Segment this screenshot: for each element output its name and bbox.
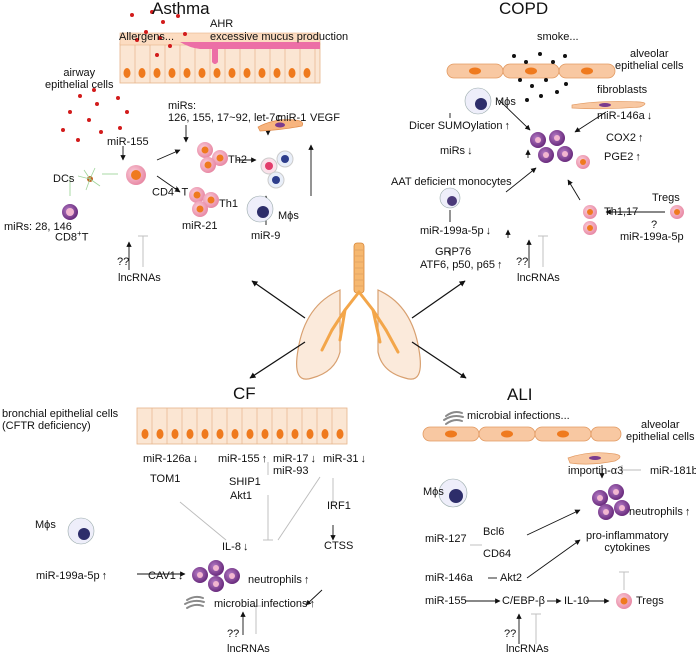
allergens-label: Allergens... (119, 31, 175, 43)
ali-qq: ?? (504, 628, 517, 640)
ctss-label: CTSS (324, 540, 354, 552)
copd-mir146a-label: miR-146a (597, 110, 652, 122)
cd4-label: CD4+ T (152, 184, 189, 199)
grp76-label: GRP76 (435, 246, 472, 258)
copd-mirs-label: miRs (440, 145, 473, 157)
cebp-label: C/EBP-β (502, 595, 546, 607)
cf-mir93-label: miR-93 (273, 465, 309, 477)
cf-qq: ?? (227, 628, 240, 640)
cf-cells (67, 517, 240, 609)
aat-label: AAT deficient monocytes (391, 176, 512, 188)
cf-mir17-label: miR-17 (273, 453, 316, 465)
cf-macrophages-label: Mϕs (35, 519, 56, 531)
ali-mir146a-label: miR-146a (425, 572, 473, 584)
copd-lncrnas: lncRNAs (517, 272, 560, 284)
asthma-qq: ?? (117, 256, 130, 268)
ali-macrophages-label: Mϕs (423, 486, 444, 498)
cf-title: CF (233, 384, 256, 403)
th2-label: Th2 (228, 154, 247, 166)
copd-title: COPD (499, 0, 549, 18)
mir1-label: miR-1 (277, 112, 307, 124)
cf-mir199a-label: miR-199a-5p (36, 570, 107, 582)
copd-inhibit (538, 235, 548, 267)
cox2-label: COX2 (606, 132, 643, 144)
cf-mir155-label: miR-155 (218, 453, 267, 465)
ali-mir155-label: miR-155 (425, 595, 467, 607)
dicer-label: Dicer SUMOylation (409, 120, 510, 132)
cf-mir126a-label: miR-126a (143, 453, 198, 465)
asthma-title: Asthma (152, 0, 210, 18)
allergen-dots (61, 10, 187, 142)
cd8-label: CD8+T (55, 229, 89, 244)
th117-label: Th1,17 (604, 206, 639, 218)
smoke-label: smoke... (537, 31, 579, 43)
ali-title: ALI (507, 385, 533, 404)
copd-macrophages-label: Mϕs (495, 96, 516, 108)
cf-inhibit (179, 462, 334, 634)
th1-label: Th1 (219, 198, 238, 210)
mir21-label: miR-21 (182, 220, 218, 232)
copd-qq: ?? (516, 256, 529, 268)
asthma-cells (62, 119, 304, 223)
copd-epithelium (446, 52, 646, 110)
dcs-label: DCs (53, 173, 75, 185)
lungs-illustration (296, 242, 421, 380)
asthma-inhibit (69, 173, 148, 267)
cf-microbial-label: microbial infections (214, 598, 315, 610)
mucus-label: excessive mucus production (210, 31, 349, 43)
bcl6-label: Bcl6 (483, 526, 505, 538)
akt1-label: Akt1 (230, 490, 253, 502)
cf-epithelium (136, 407, 348, 445)
copd-mir199a-label: miR-199a-5p (420, 225, 491, 237)
asthma-macrophages-label: Mϕs (278, 210, 299, 222)
airway-epithelial-label: airway epithelial cells (45, 67, 114, 91)
pge2-label: PGE2 (604, 151, 641, 163)
cytokines-label: pro-inflammatory cytokines (586, 530, 669, 554)
ali-microbial-label: microbial infections... (467, 410, 570, 422)
copd-mir199a-b-label: miR-199a-5p (620, 231, 684, 243)
copd-arrows (449, 99, 665, 268)
atf6-label: ATF6, p50, p65 (420, 259, 503, 271)
cf-neutrophils-label: neutrophils (248, 574, 309, 586)
ali-epithelial-label: alveolar epithelial cells (626, 419, 695, 443)
ali-tregs-label: Tregs (636, 595, 664, 607)
cf-mir31-label: miR-31 (323, 453, 366, 465)
cav1-label: CAV1 (148, 570, 183, 582)
ahr-label: AHR (210, 18, 234, 30)
ali-cells (438, 478, 632, 609)
copd-epithelial-label: alveolar epithelial cells (615, 48, 684, 72)
mir9-label: miR-9 (251, 230, 281, 242)
ali-mir127-label: miR-127 (425, 533, 467, 545)
cf-epithelial-label: bronchial epithelial cells (CFTR deficie… (2, 408, 119, 432)
copd-cells (439, 87, 684, 235)
mir155-label: miR-155 (107, 136, 149, 148)
copd-tregs-label: Tregs (652, 192, 680, 204)
mucus-shape (180, 42, 320, 64)
mirs-list: 126, 155, 17~92, let-7c (168, 112, 281, 124)
tom1-label: TOM1 (150, 473, 181, 485)
irf1-label: IRF1 (327, 500, 351, 512)
il8-label: IL-8 (222, 541, 248, 553)
ali-arrows (466, 465, 610, 644)
ali-lncrnas: lncRNAs (506, 643, 549, 655)
importin-label: importin-α3 (568, 465, 624, 477)
ali-mir181b-label: miR-181b (650, 465, 696, 477)
main-arrows (249, 280, 467, 379)
mirs-28-146-label: miRs: 28, 146 (4, 221, 72, 233)
vegf-label: VEGF (310, 112, 340, 124)
akt2-label: Akt2 (500, 572, 523, 584)
asthma-epithelium (119, 32, 321, 84)
fibroblasts-label: fibroblasts (597, 84, 648, 96)
il10-label: IL-10 (564, 595, 590, 607)
copd-q-label: ? (651, 219, 658, 231)
mirs-label: miRs: (168, 100, 197, 112)
cf-lncrnas: lncRNAs (227, 643, 270, 655)
ship1-label: SHIP1 (229, 476, 261, 488)
cd64-label: CD64 (483, 548, 512, 560)
ali-neutrophils-label: neutrophils (629, 506, 690, 518)
ali-inhibit (470, 465, 641, 644)
ali-epithelium (422, 411, 622, 465)
asthma-lncrnas: lncRNAs (118, 272, 161, 284)
